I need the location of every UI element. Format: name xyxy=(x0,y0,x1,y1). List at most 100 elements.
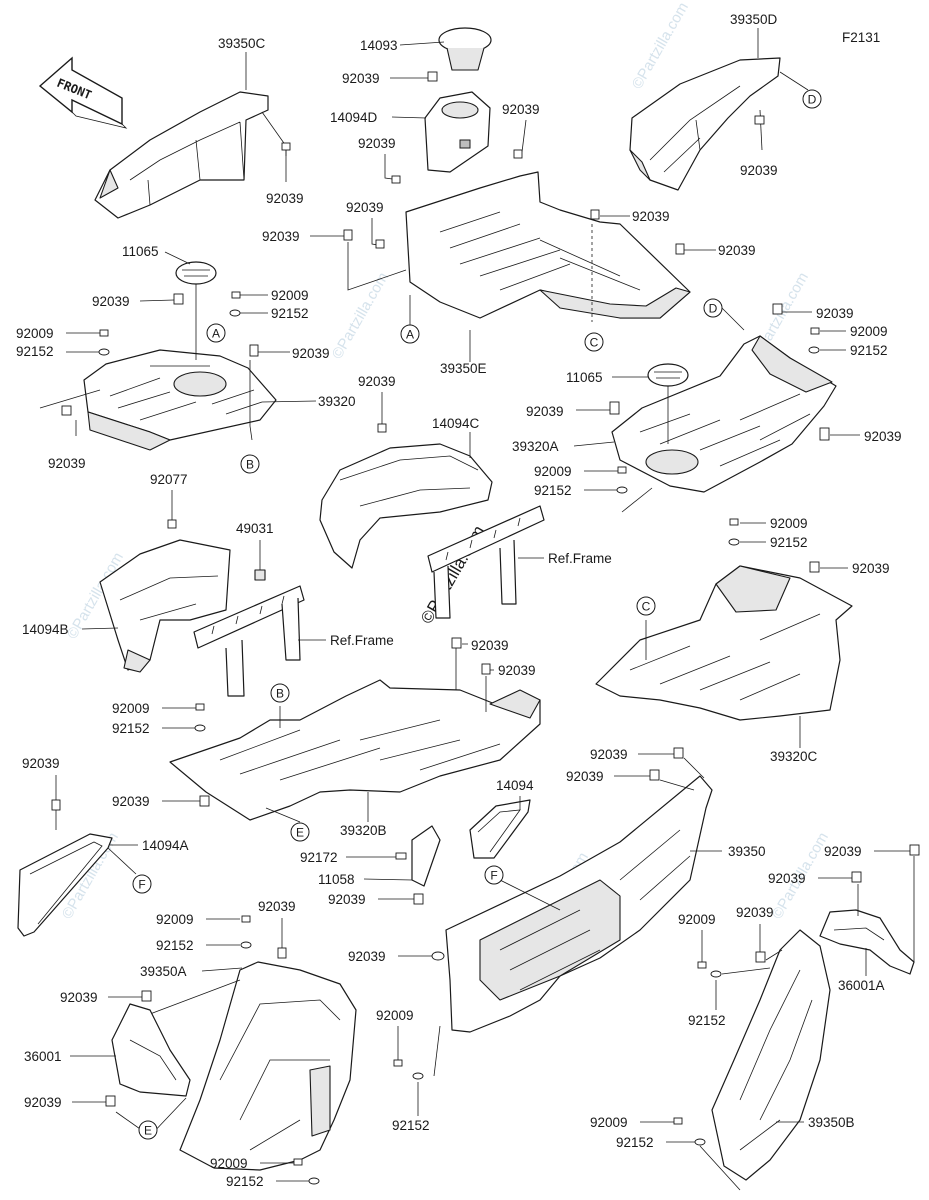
bolt-92009 xyxy=(195,703,205,711)
label-39350: 39350 xyxy=(728,844,766,859)
part-36001a-detail xyxy=(833,927,885,941)
front-arrow-shape xyxy=(38,56,123,126)
bolt-92172 xyxy=(395,852,407,860)
bolt-92039 xyxy=(772,303,783,315)
part-39320b-ribs xyxy=(219,719,501,781)
figure-code: F2131 xyxy=(842,30,880,45)
label-92039-g: 92039 xyxy=(632,209,670,224)
label-92039-m: 92039 xyxy=(816,306,854,321)
bracket-left-legs xyxy=(225,597,301,697)
label-92009-e: 92009 xyxy=(770,516,808,531)
label-92009-a: 92009 xyxy=(271,288,309,303)
frame-bracket-left: 49031 Ref.Frame xyxy=(193,521,394,697)
front-arrow-depth xyxy=(71,111,128,129)
label-92039-w: 92039 xyxy=(590,747,628,762)
marker-d-bottom: D xyxy=(703,298,723,318)
washer-92152 xyxy=(616,486,628,494)
marker-c-label: C xyxy=(642,600,651,614)
bolt-92009 xyxy=(393,1059,403,1067)
label-92039-i: 92039 xyxy=(740,163,778,178)
label-ref-frame-a: Ref.Frame xyxy=(548,551,612,566)
part-14094d-switch xyxy=(459,139,471,149)
bolt-92039 xyxy=(673,747,684,759)
bolt-92039 xyxy=(199,795,210,807)
part-39350d-detail xyxy=(649,85,741,173)
bolt-92009 xyxy=(241,915,251,923)
bolt-92039 xyxy=(754,115,765,125)
bolt-92039 xyxy=(173,293,184,305)
label-92009-j: 92009 xyxy=(678,912,716,927)
leader-11065-a xyxy=(164,251,191,265)
part-39320c-body xyxy=(595,565,853,721)
bracket-left-holes xyxy=(211,595,285,635)
bolt-92039 xyxy=(377,423,387,433)
part-14094-inner xyxy=(477,809,521,853)
marker-a-bottom: A xyxy=(400,324,420,344)
label-39320: 39320 xyxy=(318,394,356,409)
label-11058: 11058 xyxy=(318,872,355,887)
leader-92039-r xyxy=(455,643,468,690)
label-92039-d: 92039 xyxy=(502,102,540,117)
label-92039-x: 92039 xyxy=(566,769,604,784)
part-39320c: 39320C 92009 92152 92039 xyxy=(595,516,890,764)
label-92152-d: 92152 xyxy=(534,483,572,498)
part-39350a-post xyxy=(309,1065,331,1137)
leader-14094d xyxy=(391,116,427,119)
washer-92152 xyxy=(808,346,820,354)
label-92039-o: 92039 xyxy=(864,429,902,444)
marker-c-top: C xyxy=(584,332,604,352)
washer-92152 xyxy=(710,970,722,978)
bolt-group-39350a: 92009 92152 92039 92009 92152 xyxy=(156,899,320,1189)
bolt-92009 xyxy=(231,291,241,299)
marker-d-label: D xyxy=(808,93,817,107)
washer-92152 xyxy=(694,1138,706,1146)
label-92009-d: 92009 xyxy=(534,464,572,479)
part-14094a-body xyxy=(17,833,113,937)
part-39350-tunnel xyxy=(479,879,621,1001)
bolt-92039 xyxy=(851,871,862,883)
part-39350c-tab xyxy=(99,169,119,199)
front-arrow: FRONT xyxy=(38,56,128,129)
bracket-left-bar xyxy=(193,585,305,649)
part-39350b: 39350B 92039 92009 92152 92009 92152 xyxy=(590,905,855,1191)
label-92009-k: 92009 xyxy=(590,1115,628,1130)
label-92152-b: 92152 xyxy=(16,344,54,359)
label-92039-ae: 92039 xyxy=(736,905,774,920)
bolt-92039 xyxy=(451,637,462,649)
label-14093: 14093 xyxy=(360,38,398,53)
bolt-92039 xyxy=(590,209,600,220)
bolt-92039 xyxy=(609,401,620,415)
part-39350-ribs xyxy=(499,829,691,991)
label-49031: 49031 xyxy=(236,521,274,536)
cap-11065 xyxy=(175,261,217,285)
leader-39350a xyxy=(201,967,243,972)
cap-11065-grip xyxy=(182,269,210,277)
leader-14094b xyxy=(81,627,119,630)
leader-39320a xyxy=(573,441,615,447)
bolt-92039 xyxy=(105,1095,116,1107)
bolt-92039 xyxy=(343,229,353,241)
label-14094: 14094 xyxy=(496,778,534,793)
marker-b-top: B xyxy=(240,454,260,474)
leader-92152-k2 xyxy=(699,1145,741,1191)
bolt-92039 xyxy=(61,405,72,416)
part-49031 xyxy=(254,569,266,581)
part-36001: 36001 92039 92039 xyxy=(24,990,191,1137)
watermark-text: ©Partzilla.com xyxy=(629,0,692,92)
label-14094c: 14094C xyxy=(432,416,480,431)
marker-f-center: F xyxy=(484,865,504,885)
label-14094d: 14094D xyxy=(330,110,378,125)
bolt-92039 xyxy=(809,561,820,573)
bolt-group-39350e: 92039 92039 92039 92039 xyxy=(262,200,756,291)
label-92152-i: 92152 xyxy=(226,1174,264,1189)
label-92009-b: 92009 xyxy=(16,326,54,341)
part-39350e-lip xyxy=(539,287,691,319)
label-39320c: 39320C xyxy=(770,749,818,764)
part-39320: 39320 xyxy=(83,349,356,451)
part-39320b: 39320B xyxy=(169,679,541,838)
marker-e-top: E xyxy=(290,822,310,842)
leader-f-center xyxy=(495,877,561,911)
washer-92152 xyxy=(728,538,740,546)
marker-e-label: E xyxy=(296,826,304,840)
